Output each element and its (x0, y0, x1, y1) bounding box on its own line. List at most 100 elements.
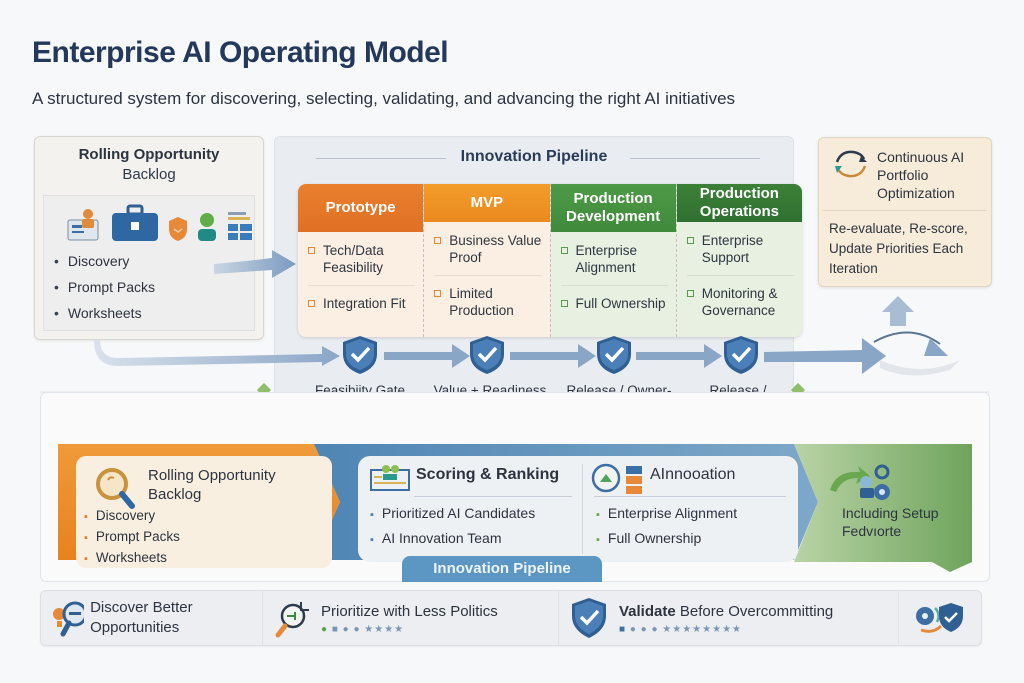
rating-icons: ■ ● ● ● ★★★★★★★★ (619, 623, 742, 635)
stage-item: Limited Production (434, 285, 541, 328)
arrow-gate-1-2 (384, 344, 470, 368)
stage-item: Enterprise Alignment (560, 242, 668, 286)
benefit-prioritize: Prioritize with Less Politics ● ■ ● ● ★★… (263, 591, 559, 645)
divider (414, 496, 572, 497)
arrow-gate-4-out (764, 338, 886, 374)
lower-middle-card: Scoring & Ranking Prioritized AI Candida… (358, 456, 798, 562)
innovation-icon (591, 463, 642, 494)
divider (582, 464, 583, 554)
list-item: AI Innovation Team (370, 527, 535, 552)
list-item: Enterprise Alignment (596, 502, 737, 527)
backlog-item: Discovery (54, 248, 254, 274)
shield-check-icon (724, 336, 758, 374)
backlog-card-title: Rolling Opportunity Backlog (35, 145, 263, 185)
divider (594, 496, 786, 497)
list-item: Worksheets (84, 548, 180, 569)
stage-production-development: Production Development Enterprise Alignm… (550, 184, 677, 337)
stage-prototype: Prototype Tech/Data Feasibility Integrat… (298, 184, 425, 337)
backlog-list: Discovery Prompt Packs Worksheets (44, 242, 254, 326)
list-item: Prioritized AI Candidates (370, 502, 535, 527)
shield-check-icon (343, 336, 377, 374)
shield-icon (169, 217, 187, 241)
backlog-item: Worksheets (54, 300, 254, 326)
lower-backlog-list: Discovery Prompt Packs Worksheets (84, 506, 180, 569)
backlog-title-bold: Rolling Opportunity (78, 146, 220, 163)
stage-production-operations: Production Operations Enterprise Support… (676, 184, 802, 337)
scoring-board-icon (370, 465, 410, 491)
optimization-description: Re-evaluate, Re-score, Update Priorities… (829, 221, 968, 276)
stage-item: Enterprise Support (686, 232, 794, 276)
lightbulb-search-icon (53, 601, 85, 637)
optimization-title: Continuous AI Portfolio Optimization (877, 149, 965, 201)
stage-header: Prototype (298, 184, 424, 232)
arrow-gate-3-4 (636, 344, 722, 368)
refresh-cycle-icon (835, 150, 867, 178)
scoring-title: Scoring & Ranking (416, 466, 560, 483)
page-subtitle: A structured system for discovering, sel… (32, 89, 736, 108)
checkbox-icon (308, 247, 315, 254)
arrow-backlog-to-pipeline (214, 250, 296, 278)
lower-final-card: Including Setup Fedvıorte (798, 452, 970, 572)
pipeline-title: Innovation Pipeline (460, 148, 608, 165)
stage-mvp: MVP Business Value Proof Limited Product… (424, 184, 551, 337)
prioritize-magnifier-icon (275, 602, 309, 638)
shield-check-icon (572, 598, 606, 638)
benefit-text: Validate Before Overcommitting (619, 602, 834, 620)
list-item: Full Ownership (596, 527, 737, 552)
magnifier-icon (96, 468, 135, 509)
checkbox-icon (686, 290, 694, 297)
innovation-title: AInnooation (650, 466, 736, 483)
checkbox-icon (560, 247, 568, 254)
lower-backlog-card: Rolling Opportunity Backlog Discovery Pr… (76, 456, 332, 568)
checkbox-icon (434, 237, 442, 244)
list-item: Prompt Packs (84, 527, 180, 548)
checkbox-icon (560, 300, 568, 307)
stage-header: Production Development (550, 184, 676, 232)
arrow-gate-2-3 (510, 344, 596, 368)
shield-check-icon (470, 336, 504, 374)
backlog-icons (44, 196, 254, 242)
stage-item: Monitoring & Governance (686, 285, 794, 328)
briefcase-icon (112, 204, 158, 241)
scoring-ranking-section: Scoring & Ranking Prioritized AI Candida… (358, 456, 580, 562)
optimization-card: Continuous AI Portfolio Optimization Re-… (818, 137, 992, 287)
page-title: Enterprise AI Operating Model (32, 36, 449, 69)
lower-backlog-title: Rolling Opportunity Backlog (148, 467, 276, 503)
gear-shield-icon (916, 603, 963, 633)
divider (630, 158, 760, 159)
stage-header: Production Operations (676, 184, 802, 222)
benefit-validate: Validate Before Overcommitting ■ ● ● ● ★… (559, 591, 899, 645)
stage-header: MVP (424, 184, 550, 222)
final-card-text: Including Setup Fedvıorte (842, 505, 939, 539)
benefits-bar: Discover Better Opportunities Prioritize… (40, 590, 982, 646)
stage-item: Full Ownership (560, 295, 668, 321)
computer-user-icon (67, 209, 99, 241)
backlog-title-rest: Backlog (122, 166, 176, 183)
shield-check-icon (597, 336, 631, 374)
benefit-gear-shield (899, 591, 979, 645)
network-icon (228, 212, 252, 240)
band-green (794, 444, 972, 572)
divider (316, 158, 446, 159)
person-icon (198, 213, 216, 241)
list-item: Discovery (84, 506, 180, 527)
checkbox-icon (686, 237, 694, 244)
checkbox-icon (308, 300, 315, 307)
setup-gear-people-icon (830, 464, 890, 500)
benefit-discover: Discover Better Opportunities (41, 591, 263, 645)
checkbox-icon (434, 290, 442, 297)
pipeline-stages: Prototype Tech/Data Feasibility Integrat… (298, 184, 802, 337)
backlog-card: Rolling Opportunity Backlog Discovery Pr… (34, 136, 264, 340)
stage-item: Integration Fit (308, 295, 415, 321)
arrow-loop (873, 331, 941, 345)
stage-item: Tech/Data Feasibility (308, 242, 416, 286)
backlog-item: Prompt Packs (54, 274, 254, 300)
rating-icons: ● ■ ● ● ★★★★ (321, 623, 405, 635)
benefit-text: Prioritize with Less Politics (321, 602, 498, 620)
arrow-flow-line (94, 340, 340, 366)
innovation-section: AInnooation Enterprise Alignment Full Ow… (584, 456, 798, 562)
benefit-text: Discover Better Opportunities (90, 599, 193, 636)
stage-item: Business Value Proof (434, 232, 542, 276)
innovation-pipeline-tab: Innovation Pipeline (402, 556, 602, 582)
backlog-inner: Discovery Prompt Packs Worksheets (43, 195, 255, 331)
